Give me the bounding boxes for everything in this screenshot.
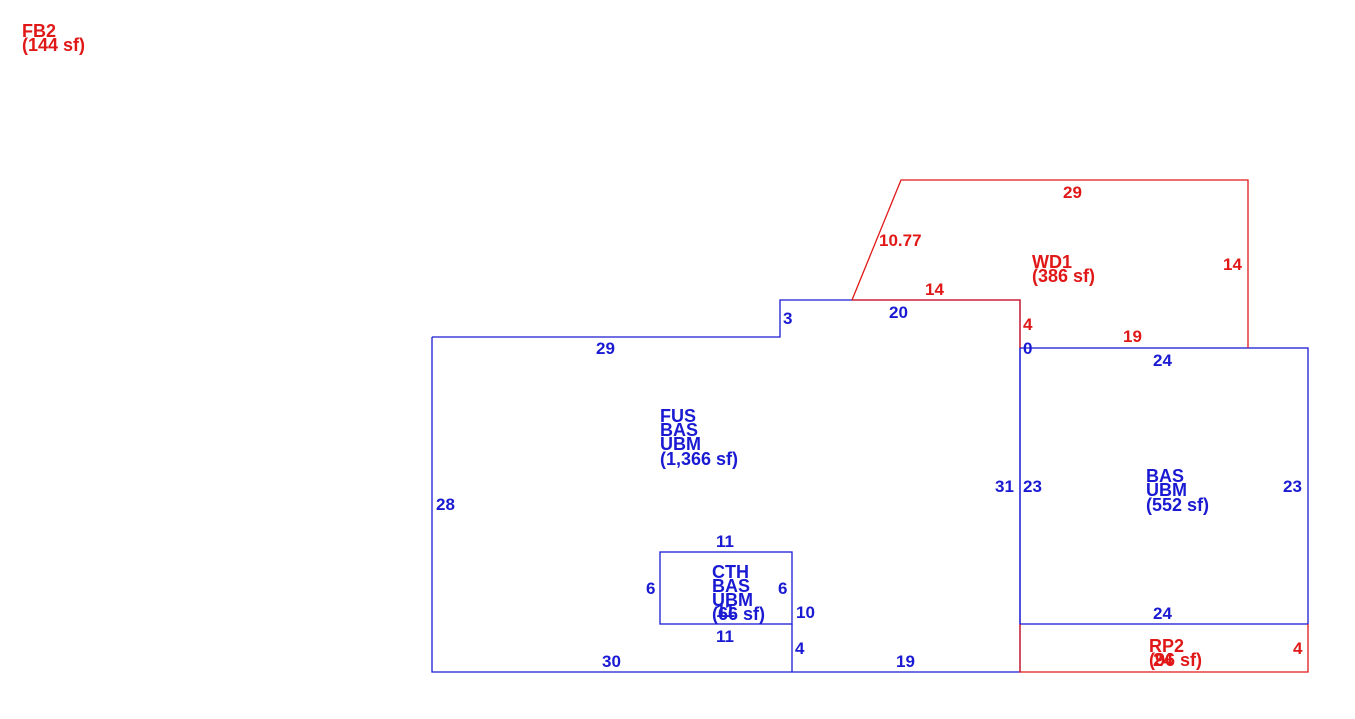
dimension-label: 0 <box>1023 339 1032 358</box>
area-code: CTH <box>712 562 749 582</box>
area-size: (1,366 sf) <box>660 449 738 469</box>
dimension-label: 10.77 <box>879 231 922 250</box>
dimension-label: 6 <box>646 579 655 598</box>
dimension-label: 19 <box>896 652 915 671</box>
area-label-wd1: WD1 (386 sf) <box>1032 252 1095 286</box>
area-size: (96 sf) <box>1149 650 1202 670</box>
dimension-label: 4 <box>1293 639 1303 658</box>
dimension-label: 19 <box>1123 327 1142 346</box>
area-code: UBM <box>712 590 753 610</box>
wd1-inner-edge <box>852 299 1021 348</box>
area-label-cth: CTH BAS UBM 11 (66 sf) <box>712 562 765 624</box>
area-code: BAS <box>712 576 750 596</box>
dimension-label: 11 <box>716 627 734 646</box>
area-size: (386 sf) <box>1032 266 1095 286</box>
dimension-label: 24 <box>1153 351 1172 370</box>
area-code: RP2 <box>1149 636 1184 656</box>
area-label-main: FUS BAS UBM (1,366 sf) <box>660 406 738 469</box>
dimension-label: 29 <box>1063 183 1082 202</box>
addition-dimensions: 29 10.77 14 14 4 19 4 <box>879 183 1303 658</box>
area-code: UBM <box>1146 480 1187 500</box>
dimension-label: 30 <box>602 652 621 671</box>
building-dimensions: 29 3 20 28 31 30 19 4 10 11 11 6 6 24 24… <box>436 303 1302 671</box>
area-size: (552 sf) <box>1146 495 1209 515</box>
dimension-label: 23 <box>1023 477 1042 496</box>
dimension-label: 3 <box>783 309 792 328</box>
area-label-rp2: RP2 24 (96 sf) <box>1149 636 1202 670</box>
wd1-outline <box>851 179 1249 348</box>
dimension-label: 4 <box>1023 315 1033 334</box>
dimension-label: 14 <box>1223 255 1242 274</box>
dimension-label: 10 <box>796 603 815 622</box>
area-label-fb2: FB2 (144 sf) <box>22 21 85 55</box>
area-size: (144 sf) <box>22 35 85 55</box>
dimension-label: 20 <box>889 303 908 322</box>
area-overlap-value: 24 <box>1153 650 1173 670</box>
dimension-label: 23 <box>1283 477 1302 496</box>
area-code: UBM <box>660 434 701 454</box>
dimension-label: 29 <box>596 339 615 358</box>
area-code: WD1 <box>1032 252 1072 272</box>
dimension-label: 6 <box>778 579 787 598</box>
dimension-label: 28 <box>436 495 455 514</box>
area-code: FUS <box>660 406 696 426</box>
area-size: (66 sf) <box>712 604 765 624</box>
rp2-outline <box>1019 624 1309 673</box>
area-code: BAS <box>1146 466 1184 486</box>
area-code: FB2 <box>22 21 56 41</box>
dimension-label: 14 <box>925 280 944 299</box>
dimension-label: 31 <box>995 477 1014 496</box>
cth-outline <box>659 551 793 625</box>
addition-outlines <box>851 179 1309 673</box>
dimension-label: 4 <box>795 639 805 658</box>
area-code: BAS <box>660 420 698 440</box>
area-overlap-value: 11 <box>716 601 735 621</box>
dimension-label: 24 <box>1153 604 1172 623</box>
east-outline <box>1019 347 1309 625</box>
area-label-east: BAS UBM (552 sf) <box>1146 466 1209 515</box>
dimension-label: 11 <box>716 532 734 551</box>
